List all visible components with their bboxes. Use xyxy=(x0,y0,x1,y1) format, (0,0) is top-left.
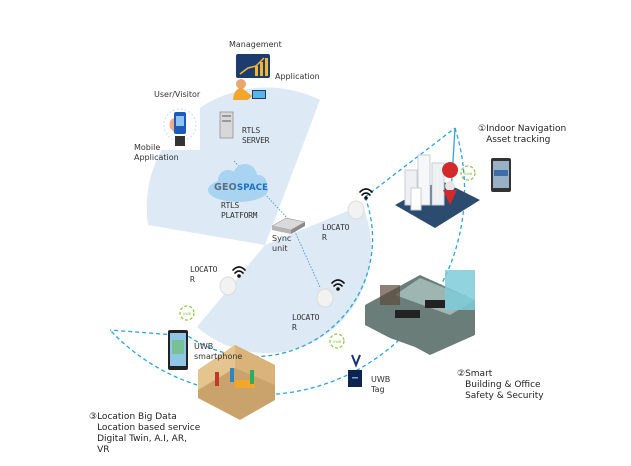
service-3-number: ③ xyxy=(89,412,98,422)
service-3-text: Location Big Data Location based service… xyxy=(97,412,201,455)
locator-device-3 xyxy=(316,288,334,308)
service-1-label: ①Indoor Navigation Asset tracking xyxy=(478,124,566,146)
management-dashboard-icon xyxy=(233,54,270,100)
service-1-text: Indoor Navigation Asset tracking xyxy=(486,124,567,145)
locator-label: LOCATO R xyxy=(322,223,350,242)
retail-store-illustration xyxy=(198,345,275,420)
user-visitor-label: User/Visitor xyxy=(154,90,201,99)
locator-zone-sector xyxy=(197,205,372,354)
service-2-label: ②Smart Building & Office Safety & Securi… xyxy=(457,369,544,402)
rtls-server-label: RTLS SERVER xyxy=(242,126,270,145)
management-label: Management xyxy=(229,40,282,49)
application-label: Application xyxy=(275,72,320,81)
indoor-navigation-city-illustration xyxy=(395,154,480,228)
locator-device-1 xyxy=(347,200,365,220)
uwb-signal-badge: UWB xyxy=(329,333,345,349)
service-3-label: ③Location Big Data Location based servic… xyxy=(89,412,200,456)
sector1-boundary xyxy=(364,127,456,198)
wifi-icon xyxy=(359,188,373,200)
locator-label: LOCATO R xyxy=(190,265,218,284)
sync-unit-icon xyxy=(271,217,306,234)
locator-label: LOCATO R xyxy=(292,313,320,332)
uwb-badge-text: UWB xyxy=(333,340,342,344)
navigation-phone-icon xyxy=(491,158,511,192)
uwb-signal-badge: UWB xyxy=(460,165,476,181)
geospace-logo-geo: GEO xyxy=(214,182,237,193)
outer-dashed-arc xyxy=(109,127,466,396)
rtls-platform-label: RTLS PLATFORM xyxy=(221,201,258,220)
sync-unit-label: Sync unit xyxy=(272,234,292,253)
uwb-badge-text: UWB xyxy=(464,172,473,176)
uwb-signal-badge: UWB xyxy=(179,305,195,321)
uwb-tag-label: UWB Tag xyxy=(371,375,391,394)
sector3-boundary xyxy=(109,329,189,337)
wifi-icon xyxy=(232,266,246,278)
uwb-tag-icon xyxy=(348,354,362,387)
locator-device-2 xyxy=(219,276,237,296)
service-2-number: ② xyxy=(457,369,466,379)
geospace-cloud-icon xyxy=(208,164,268,202)
service-2-text: Smart Building & Office Safety & Securit… xyxy=(465,369,544,401)
smart-office-illustration xyxy=(365,270,475,355)
uwb-badge-text: UWB xyxy=(183,312,192,316)
service-1-number: ① xyxy=(478,124,487,134)
geospace-logo: GEOSPACE xyxy=(214,182,268,193)
geospace-logo-space: SPACE xyxy=(236,183,269,193)
mobile-application-label: Mobile Application xyxy=(134,143,179,162)
mobile-application-icon xyxy=(160,100,200,150)
uwb-smartphone-icon xyxy=(168,330,188,370)
uwb-smartphone-label: UWB smartphone xyxy=(194,342,243,361)
wifi-icon xyxy=(331,279,345,291)
rtls-server-icon xyxy=(219,111,234,139)
